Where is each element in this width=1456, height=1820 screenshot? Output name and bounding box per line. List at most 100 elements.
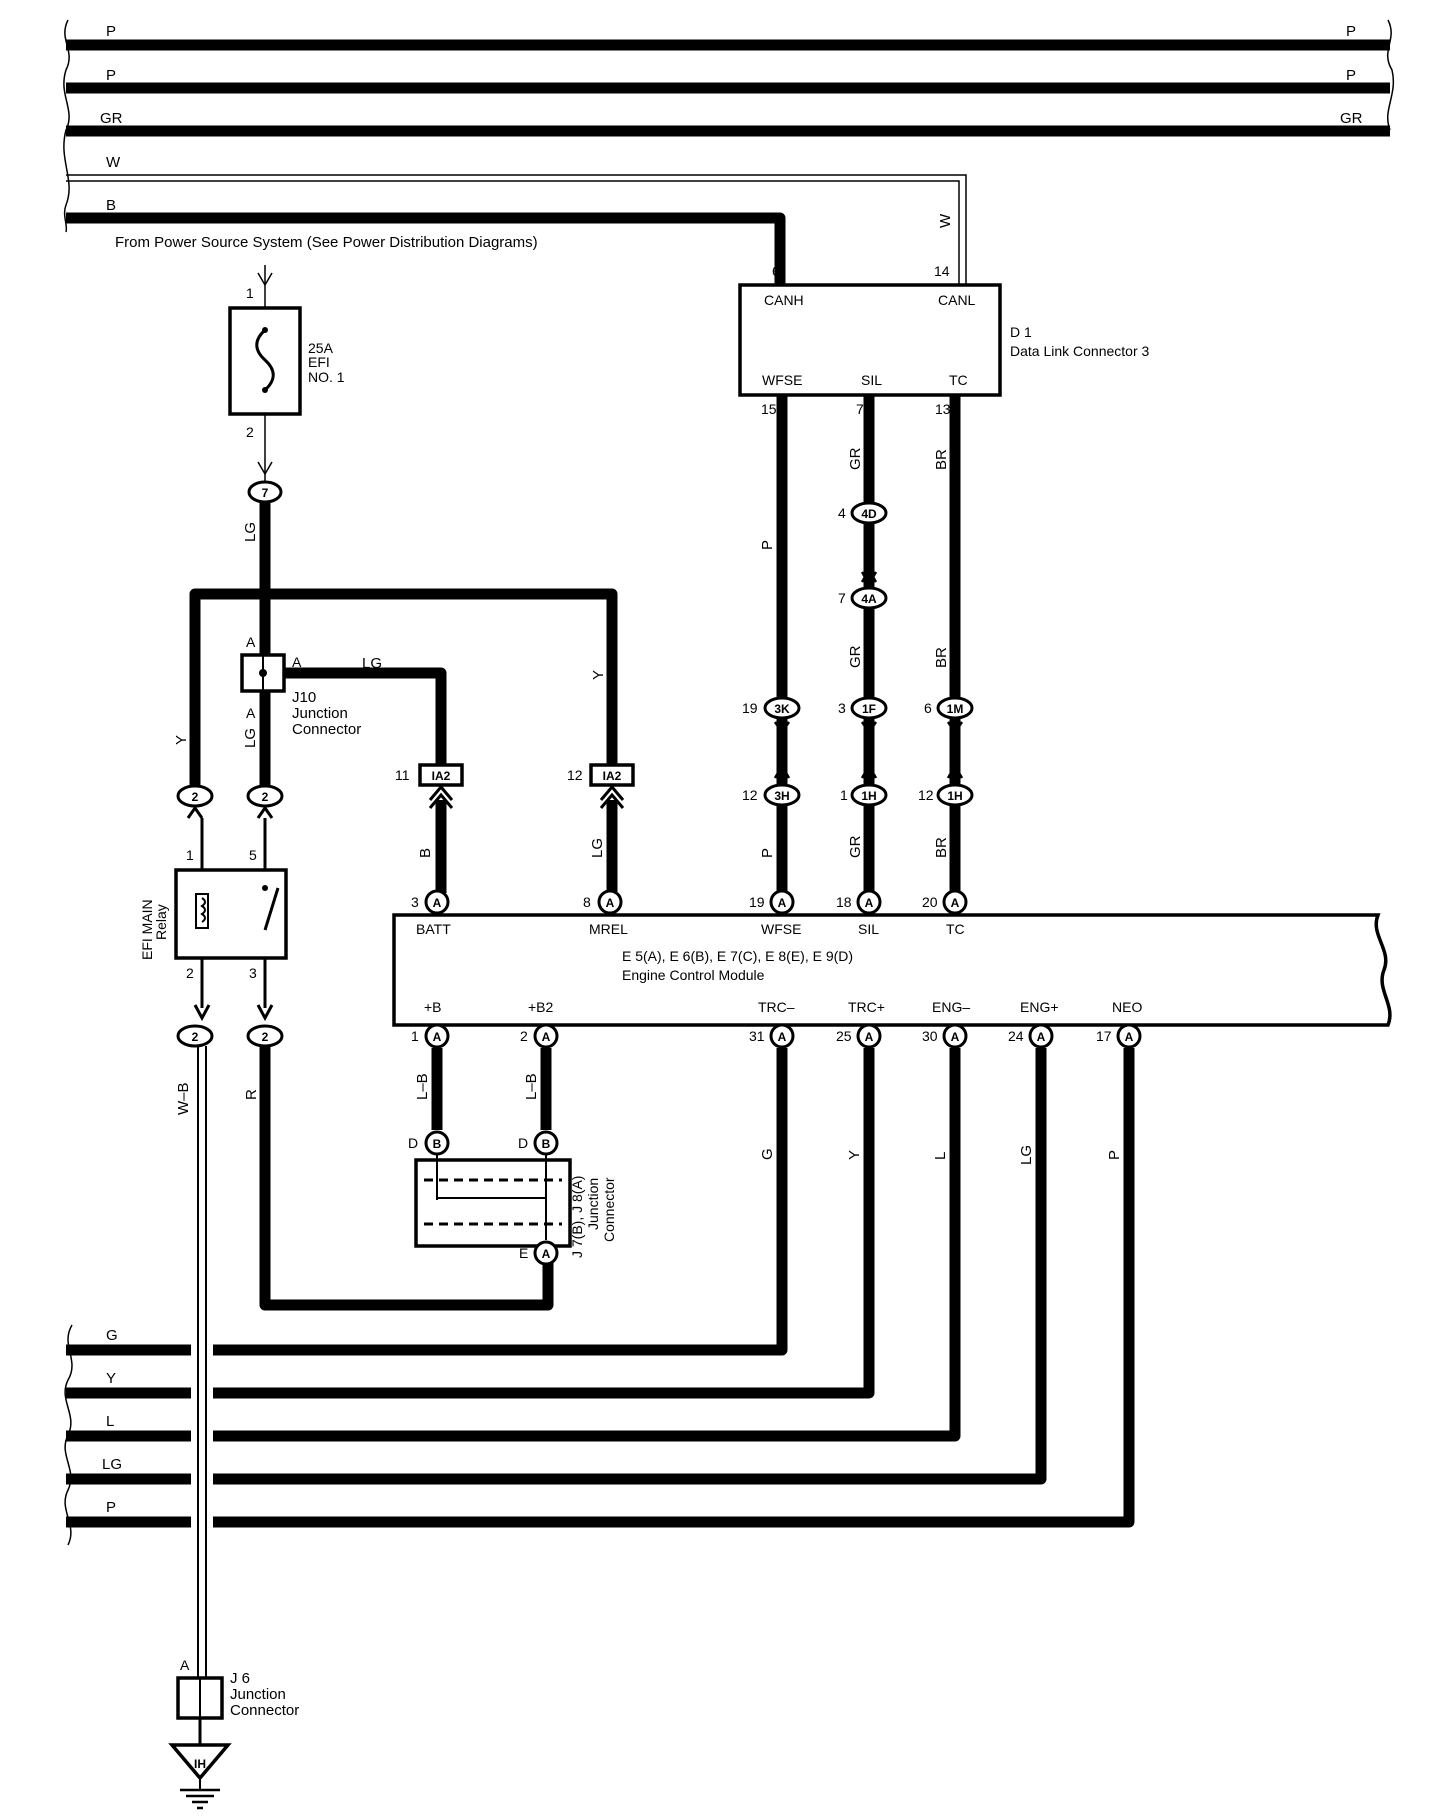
wire-color-pb-lb: L–B	[414, 1073, 431, 1100]
ecm-pin-trcm-num: 31	[749, 1028, 765, 1044]
wire-color-canl-w: W	[937, 213, 954, 228]
relay-pin-5: 5	[249, 847, 257, 863]
wire-color-engm-l: L	[932, 1152, 949, 1160]
conn-1f-num: 3	[838, 700, 846, 716]
wire-color-mrel-lg: LG	[589, 838, 606, 858]
wire-color-j10-lg: LG	[362, 655, 382, 672]
relay-output-wires: W–B R	[175, 1046, 554, 1705]
j78-conn-a: A	[542, 1247, 551, 1261]
conn-1h-label: 1H	[861, 789, 876, 803]
j78-pin-d-left: D	[408, 1135, 418, 1151]
ecm-pin-engm-num: 30	[922, 1028, 938, 1044]
bus-label-p1: P	[106, 23, 116, 40]
ecm-pin-engp-name: ENG+	[1020, 999, 1059, 1015]
data-link-connector: 6 CANH 14 CANL WFSE SIL TC 15 7 13 D 1 D…	[738, 213, 1150, 417]
dlc-pin14-name: CANL	[938, 292, 976, 308]
ia2-left-label: IA2	[432, 769, 451, 783]
ecm-pin-tc-num: 20	[922, 894, 938, 910]
ecm-pin-batt-num: 3	[411, 894, 419, 910]
ia2-left-num: 11	[395, 767, 410, 783]
wire-color-engp-lg: LG	[1018, 1145, 1035, 1165]
j7-j8-junction-connector: B D B D A E J 7(B), J 8(A) Junction Conn…	[408, 1130, 617, 1266]
ecm-pin-wfse-num: 19	[749, 894, 765, 910]
wire-color-trcm-g: G	[759, 1148, 776, 1160]
conn-1h-right-num: 12	[918, 787, 934, 803]
fuse-pin-in: 1	[246, 285, 254, 301]
fuse-name1: EFI	[308, 354, 330, 370]
j10-pin-bottom: A	[246, 705, 256, 721]
dlc-ecm-wires: P P GR GR GR BR BR BR	[759, 395, 961, 893]
ecm-pin-neo-conn: A	[1125, 1030, 1134, 1044]
ecm-pin-mrel-num: 8	[583, 894, 591, 910]
j10-name1: Junction	[292, 705, 348, 722]
j6-pin: A	[180, 1657, 190, 1673]
efi-fuse: 1 2 25A EFI NO. 1 7	[228, 265, 345, 504]
fuse-pin-out: 2	[246, 424, 254, 440]
ecm-pin-b2-conn: A	[542, 1030, 551, 1044]
j10-name2: Connector	[292, 721, 361, 738]
ecm-pin-b2-name: +B2	[528, 999, 554, 1015]
conn-1m-label: 1M	[947, 702, 964, 716]
bottom-bus: G Y L LG P	[64, 1324, 122, 1546]
bus-label-w: W	[106, 154, 121, 171]
engine-control-module: E 5(A), E 6(B), E 7(C), E 8(E), E 9(D) E…	[392, 889, 1392, 1027]
j78-name2: Connector	[601, 1177, 617, 1242]
j78-conn-b-left: B	[433, 1137, 442, 1151]
relay-connector-1: 2	[192, 790, 199, 804]
ecm-pin-b-num: 1	[411, 1028, 419, 1044]
conn-4a-num: 7	[838, 590, 846, 606]
j6-junction-connector: A J 6 Junction Connector	[176, 1657, 299, 1745]
conn-3k-num: 19	[742, 700, 758, 716]
dlc-pin14-num: 14	[934, 263, 950, 279]
ecm-pin-neo-num: 17	[1096, 1028, 1112, 1044]
relay-connector-4: 2	[262, 1030, 269, 1044]
fuse-connector: 7	[262, 486, 269, 500]
bus-label-b: B	[106, 197, 116, 214]
ecm-pin-b-conn: A	[433, 1030, 442, 1044]
wire-color-relay-r: R	[243, 1089, 260, 1100]
ia2-right-label: IA2	[603, 769, 622, 783]
ecm-pin-neo-name: NEO	[1112, 999, 1142, 1015]
relay-connector-3: 2	[192, 1030, 199, 1044]
relay-name1: EFI MAIN	[139, 899, 155, 960]
j6-name2: Connector	[230, 1702, 299, 1719]
ecm-pin-trcp-num: 25	[836, 1028, 852, 1044]
bottom-bus-label-l: L	[106, 1413, 114, 1430]
ecm-pin-sil-num: 18	[836, 894, 852, 910]
wire-color-relay-wb: W–B	[175, 1082, 192, 1115]
ecm-bottom-wires: L–B L–B G Y L LG P	[66, 1048, 1135, 1528]
wire-color-left-lg: LG	[242, 728, 259, 748]
ecm-pin-batt-conn: A	[433, 896, 442, 910]
dlc-pin7-num: 7	[856, 401, 864, 417]
bus-label-p2-right: P	[1346, 67, 1356, 84]
dlc-name: Data Link Connector 3	[1010, 343, 1150, 359]
ecm-pin-wfse-conn: A	[778, 896, 787, 910]
wire-color-tc-br3: BR	[933, 837, 950, 858]
bus-label-gr: GR	[100, 110, 123, 127]
ecm-ids: E 5(A), E 6(B), E 7(C), E 8(E), E 9(D)	[622, 948, 853, 964]
conn-1h-right-label: 1H	[947, 789, 962, 803]
ecm-pin-b-name: +B	[424, 999, 442, 1015]
ecm-pin-sil-name: SIL	[858, 921, 879, 937]
conn-1h-num: 1	[840, 787, 848, 803]
wire-color-left-y: Y	[173, 735, 190, 745]
dlc-pin15-name: WFSE	[762, 372, 802, 388]
top-bus: P P P P GR GR W B From Power Source Syst…	[63, 19, 1394, 285]
ecm-pin-batt-name: BATT	[416, 921, 451, 937]
bus-label-p2: P	[106, 67, 116, 84]
dlc-pin6-num: 6	[772, 263, 780, 279]
bus-label-p1-right: P	[1346, 23, 1356, 40]
efi-main-relay: 1 5 2 3 EFI MAIN Relay 2 2	[139, 818, 288, 1048]
wb-wire-crossing	[191, 1335, 213, 1535]
wire-color-sil-gr1: GR	[847, 447, 864, 470]
wire-color-tc-br1: BR	[933, 449, 950, 470]
j78-pin-e: E	[519, 1245, 528, 1261]
conn-4d-num: 4	[838, 505, 846, 521]
ecm-pin-mrel-name: MREL	[589, 921, 628, 937]
bottom-bus-label-y: Y	[106, 1370, 116, 1387]
ecm-pin-engm-name: ENG–	[932, 999, 970, 1015]
conn-3h-num: 12	[742, 787, 758, 803]
relay-pin-2: 2	[186, 965, 194, 981]
ecm-top-pins: A 3 BATT A 8 MREL A 19 WFSE A 18 SIL A 2…	[411, 889, 968, 937]
